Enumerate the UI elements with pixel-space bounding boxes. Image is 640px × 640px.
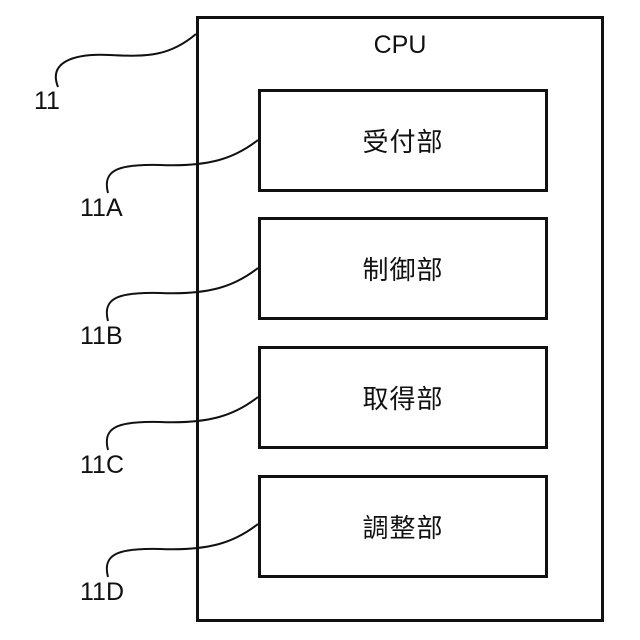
- reference-number-11c: 11C: [80, 450, 124, 480]
- reception-unit-box: 受付部: [258, 89, 548, 192]
- reference-number-11: 11: [34, 86, 60, 116]
- reference-number-11d: 11D: [80, 577, 124, 607]
- reference-number-11b: 11B: [80, 321, 123, 351]
- reception-unit-label: 受付部: [362, 122, 443, 159]
- adjustment-unit-label: 調整部: [362, 508, 443, 545]
- acquisition-unit-label: 取得部: [362, 379, 443, 416]
- control-unit-box: 制御部: [258, 217, 548, 320]
- leader-line-11: [56, 34, 196, 87]
- cpu-title: CPU: [196, 30, 604, 60]
- reference-number-11a: 11A: [80, 193, 123, 223]
- control-unit-label: 制御部: [362, 250, 443, 287]
- adjustment-unit-box: 調整部: [258, 475, 548, 578]
- acquisition-unit-box: 取得部: [258, 346, 548, 449]
